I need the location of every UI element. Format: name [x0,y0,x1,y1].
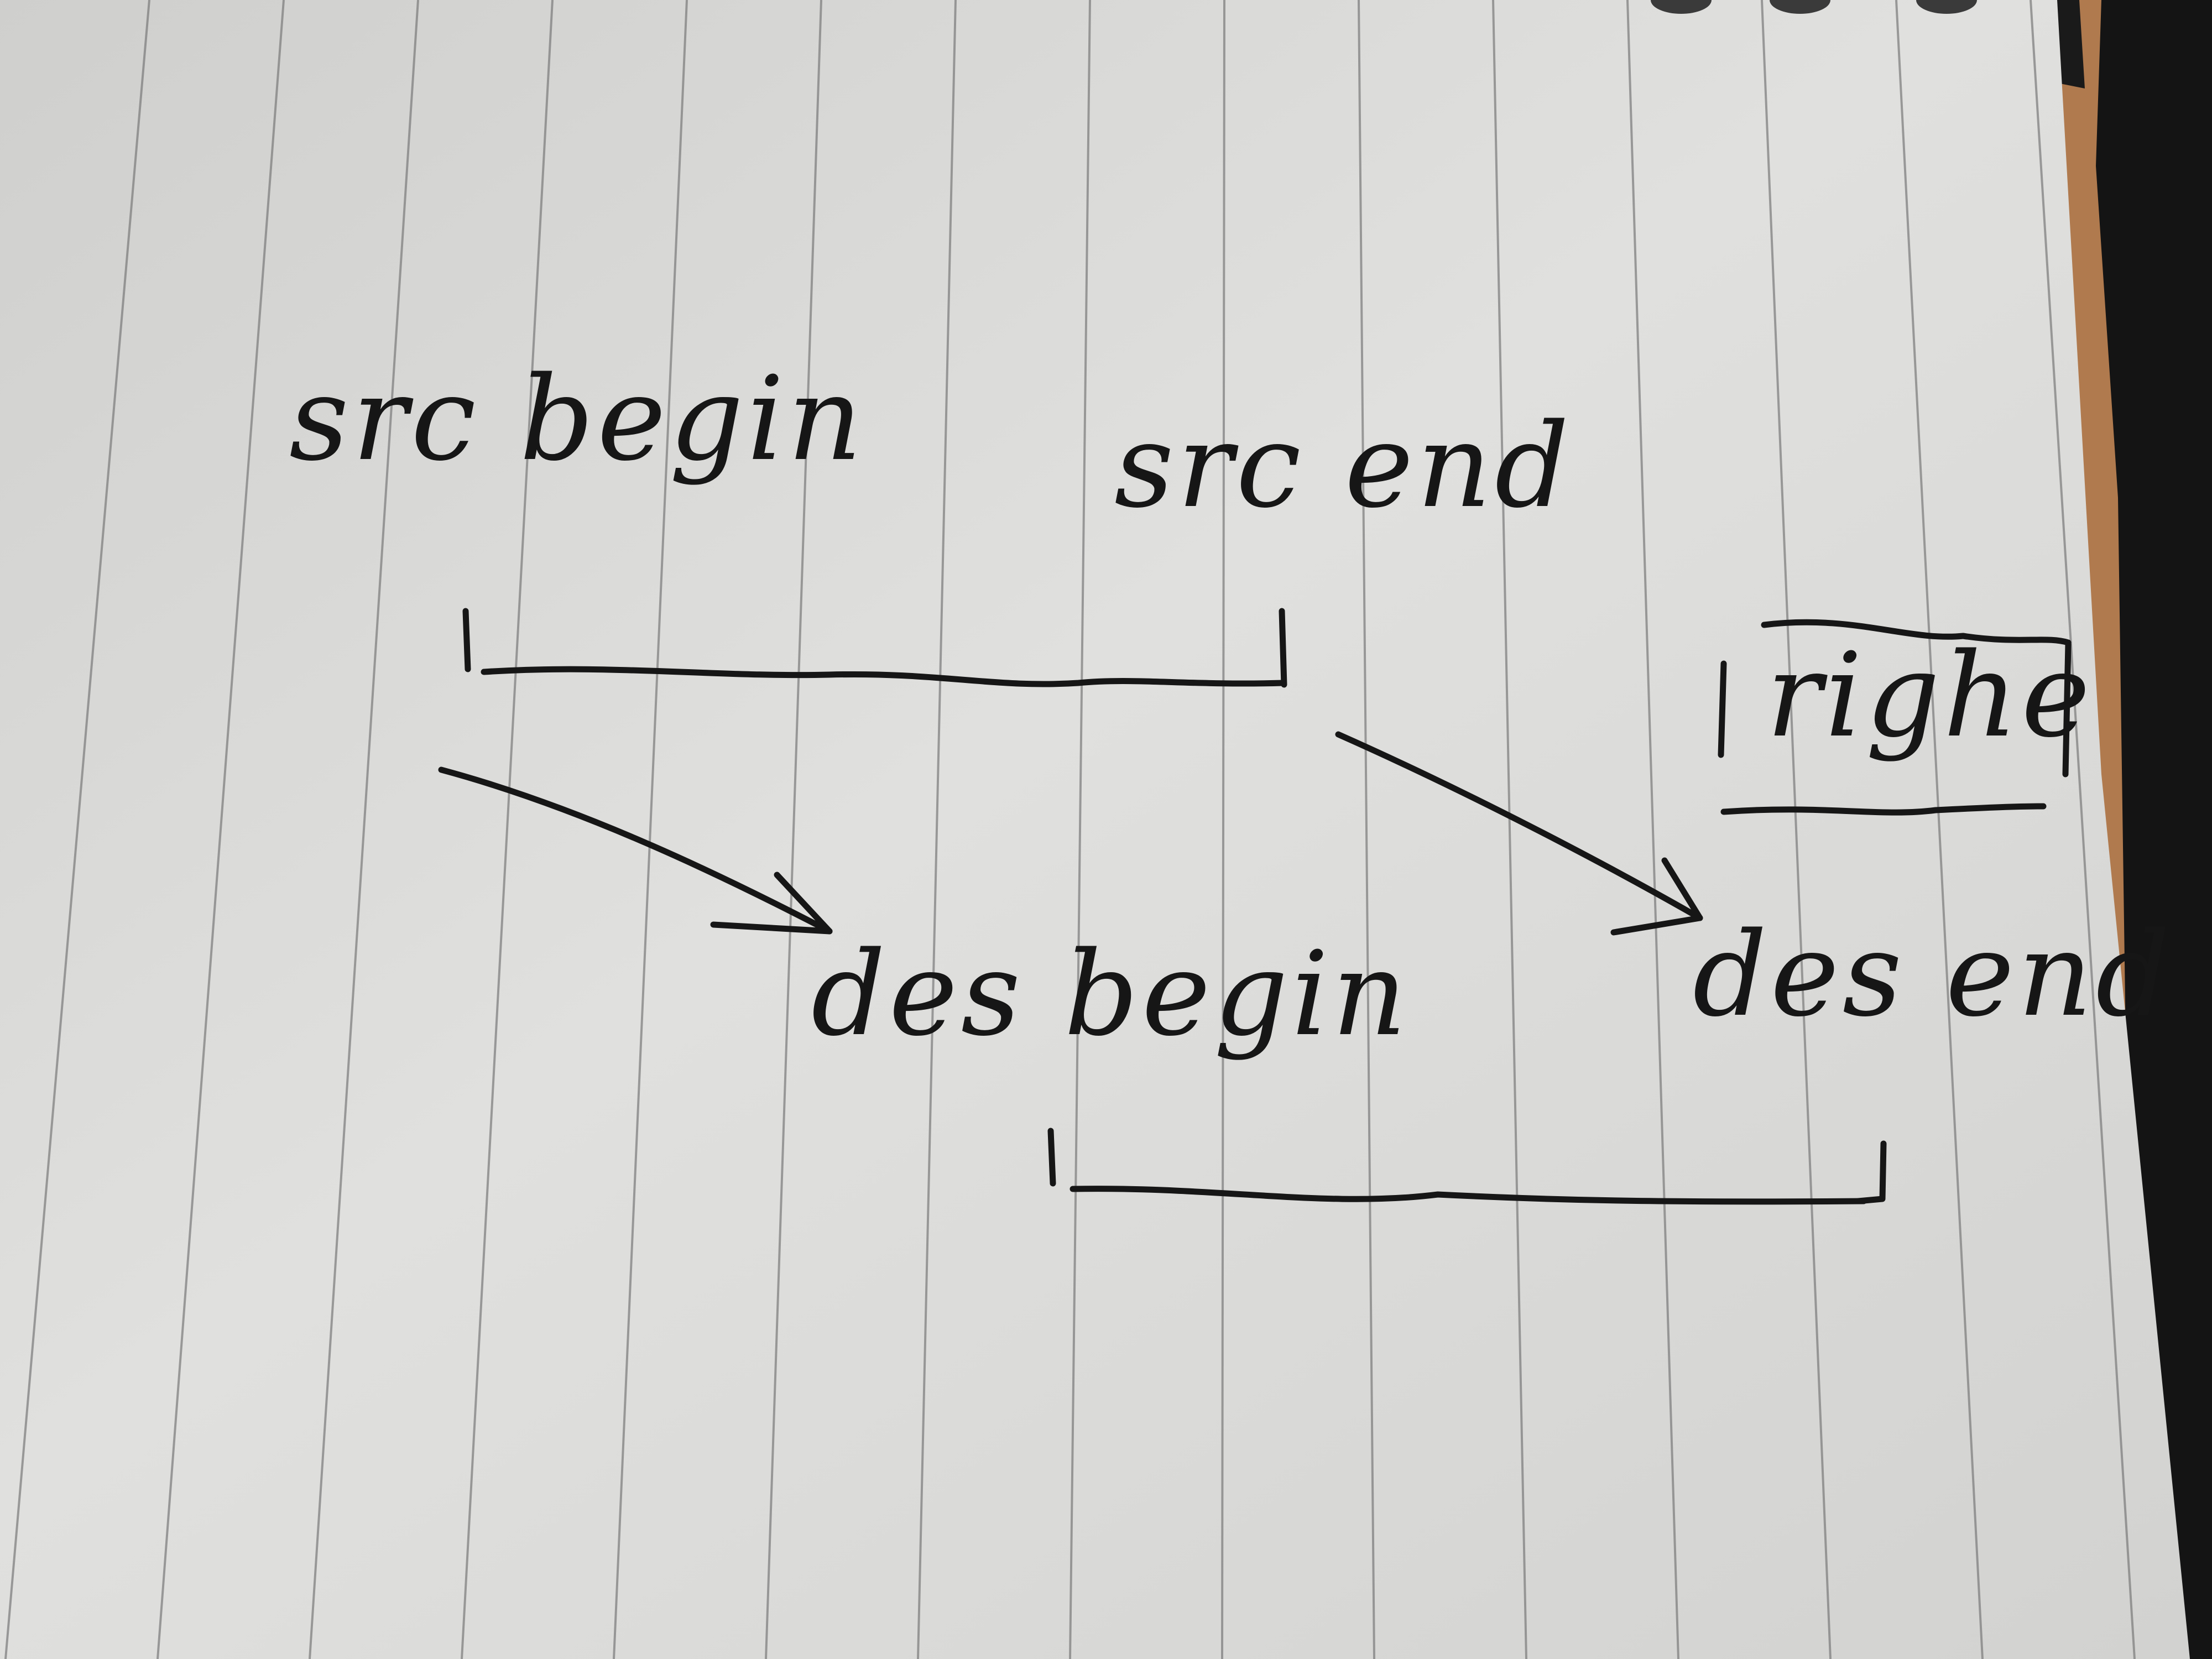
arrow-end [1335,731,1703,936]
ruled-line [917,0,957,1659]
ruled-line [1221,0,1225,1659]
ruled-line [1895,0,1984,1659]
ruled-line [461,0,554,1659]
ruled-lines [4,0,2136,1659]
src-end-label: src end [1114,398,1572,534]
ruled-line [4,0,150,1659]
spiral-ring [1916,0,1977,14]
spiral-rings [1651,0,1977,14]
arrow-begin [438,766,833,935]
ruled-line [1626,0,1679,1659]
ruled-line [156,0,285,1659]
black-object [2096,0,2212,1659]
ruled-line [309,0,419,1659]
src-begin-label: src begin [289,351,865,487]
ruled-line [613,0,688,1659]
des-begin-label: des begin [811,926,1410,1062]
spiral-ring [1651,0,1712,14]
ruled-line [1358,0,1375,1659]
note-box: righe [1718,619,2094,816]
source-range-bracket [462,608,1287,688]
ruled-line [1492,0,1527,1659]
spiral-ring [1770,0,1830,14]
ruled-line [1069,0,1091,1659]
ruled-line [1761,0,1832,1659]
note-text: righe [1766,628,2094,763]
ruled-line [765,0,822,1659]
des-end-label: des end [1693,907,2173,1042]
ruled-line [2030,0,2136,1659]
dest-range-bracket [1047,1128,1887,1205]
